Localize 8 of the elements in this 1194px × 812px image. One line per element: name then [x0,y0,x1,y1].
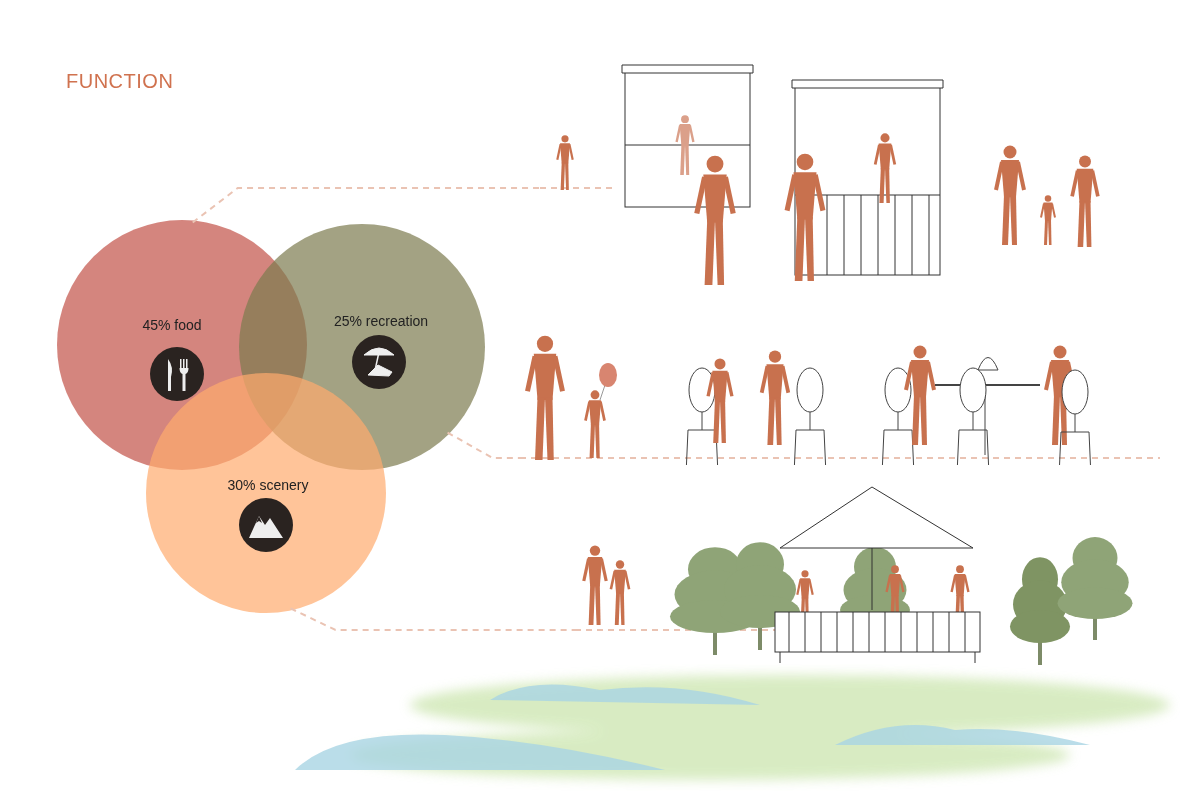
category-label: 30% scenery [226,476,310,495]
leader-line [289,607,576,631]
leader-line [191,187,541,224]
category-label: 25% recreation [332,312,430,331]
venn-circle [146,373,386,613]
leader-line [446,431,521,459]
category-label: 45% food [141,316,203,335]
heading: FUNCTION [66,69,174,94]
